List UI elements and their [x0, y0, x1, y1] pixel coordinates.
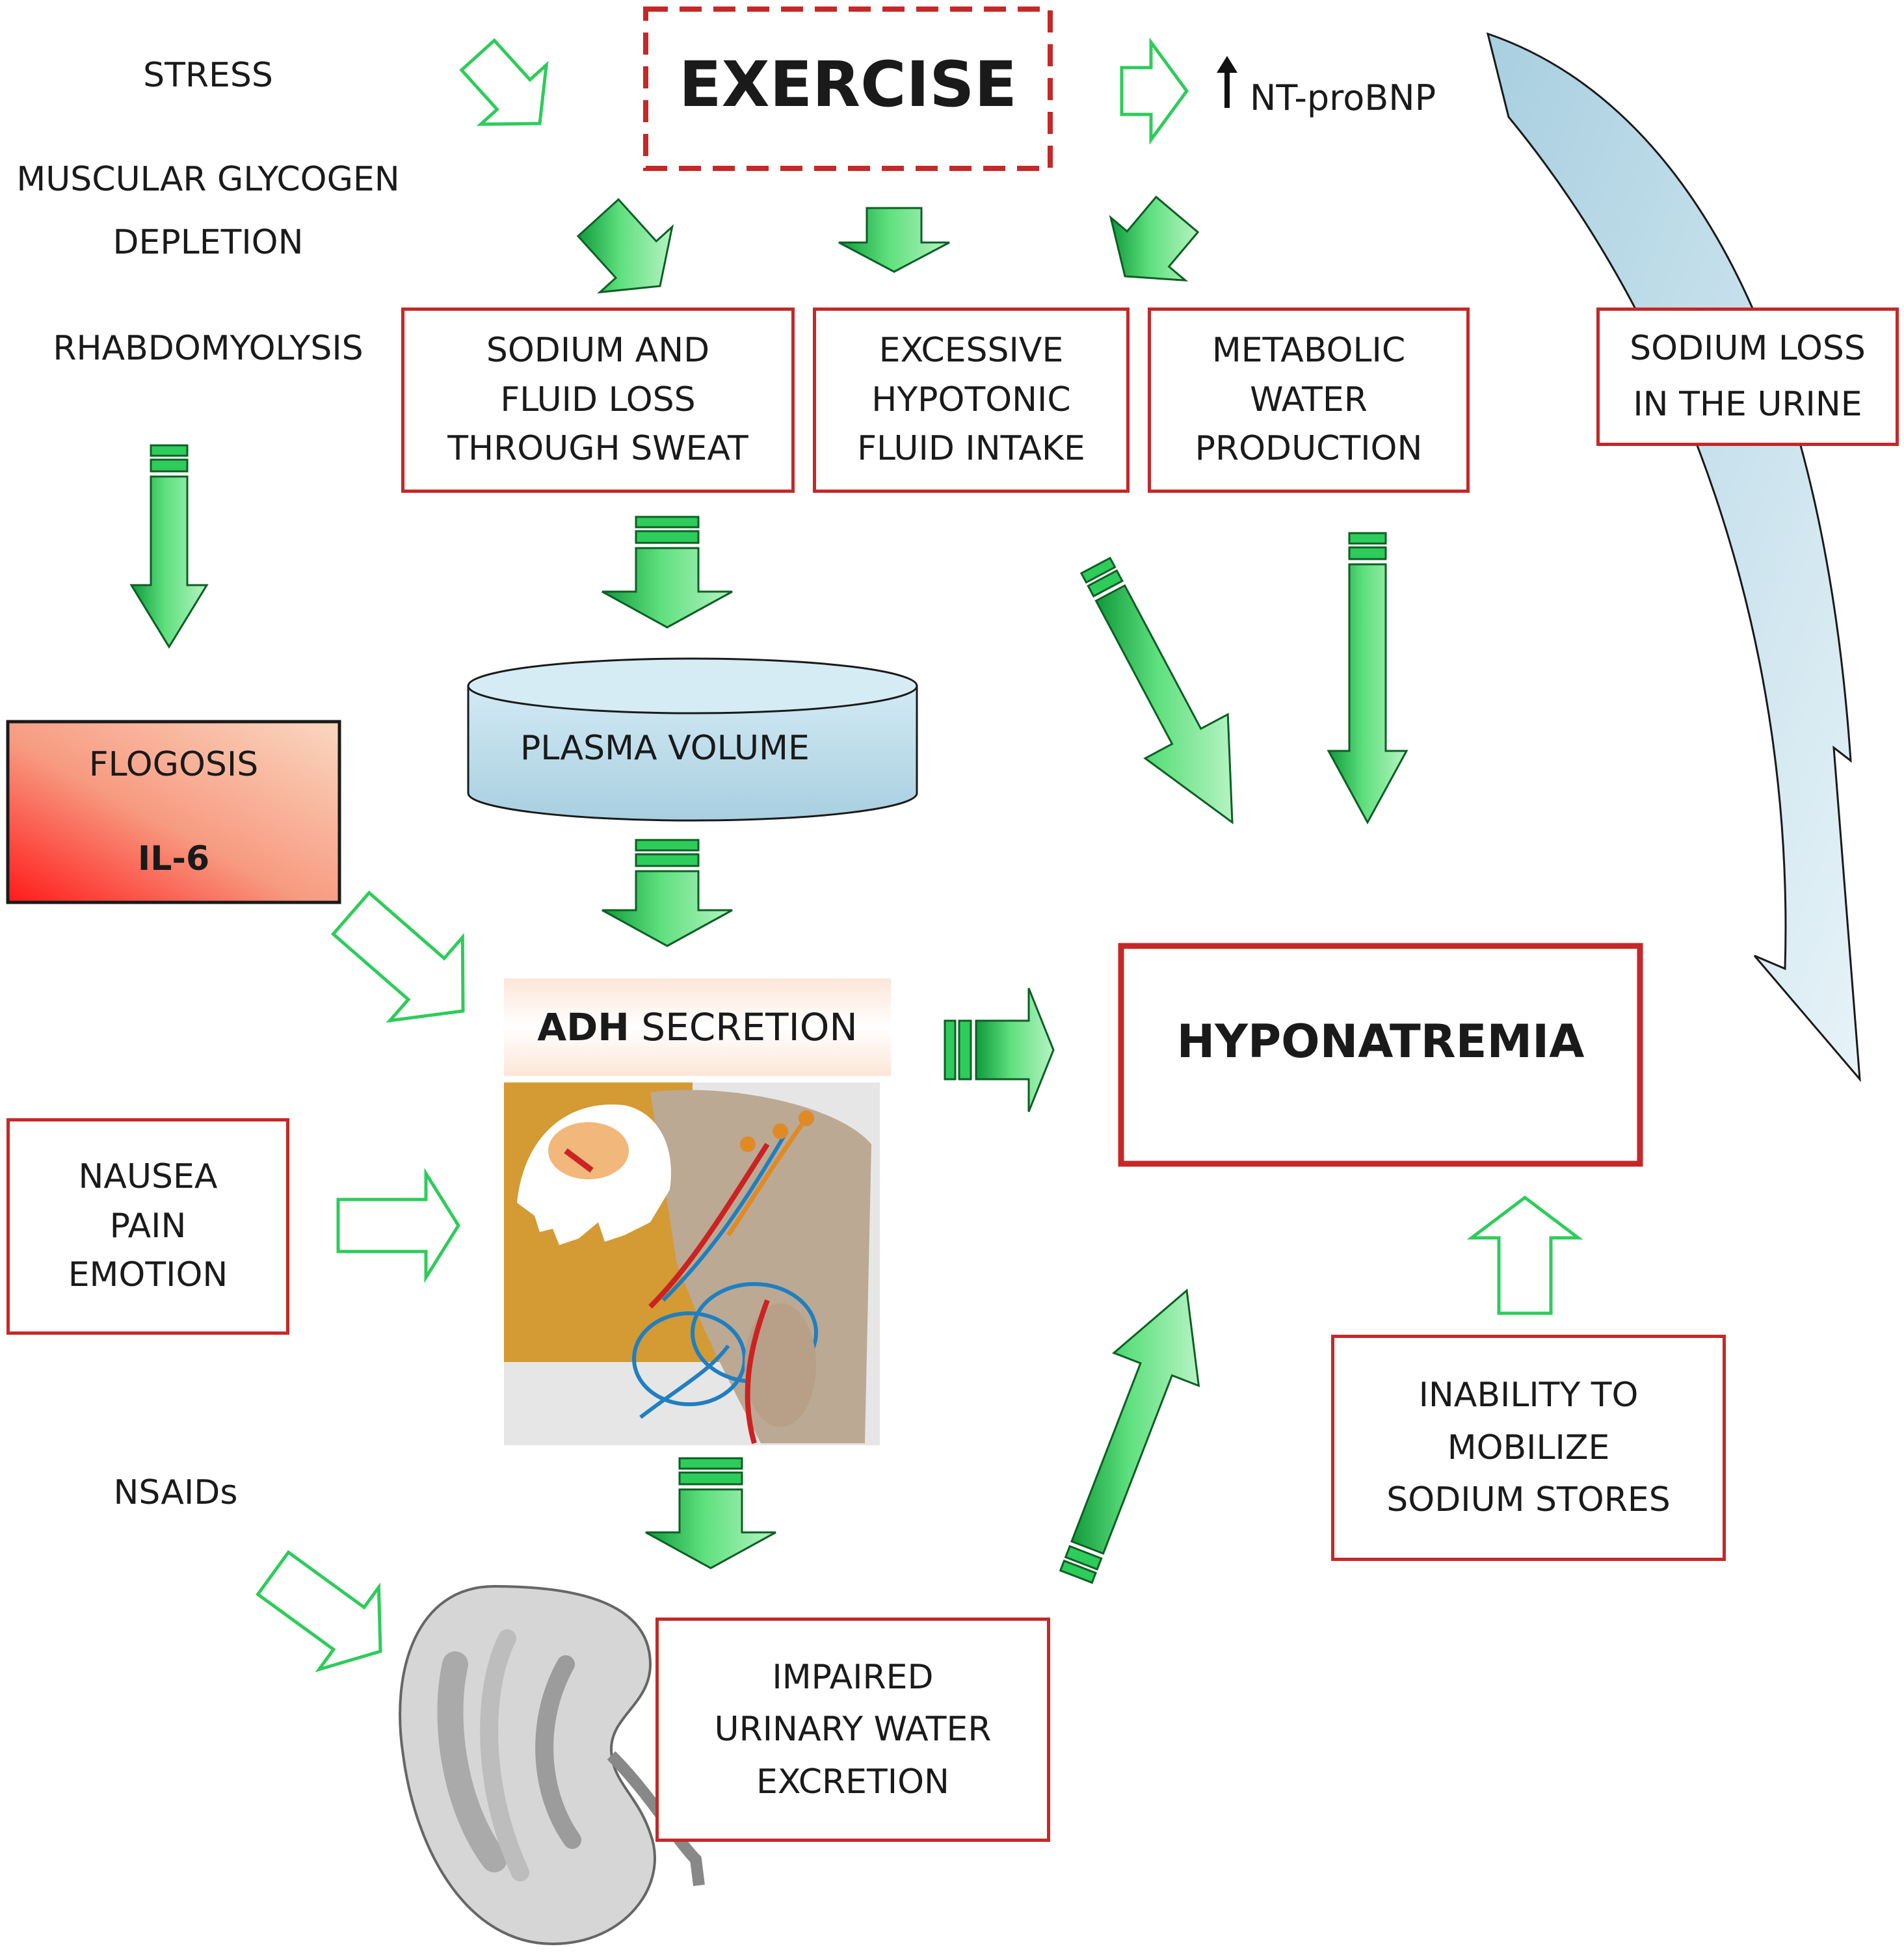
- nausea-line: NAUSEA: [78, 1157, 218, 1197]
- hyponatremia-box: [1118, 943, 1643, 1167]
- il6-label: IL-6: [137, 839, 210, 878]
- nausea-line: PAIN: [109, 1206, 187, 1246]
- metabolic-line: WATER: [1250, 380, 1368, 419]
- intake-to-hyponatremia-arrow: [1079, 557, 1234, 825]
- exercise-to-sweat-arrow: [576, 198, 674, 294]
- exercise-to-ntprobnp-arrow: [1120, 37, 1189, 145]
- intake-line: HYPOTONIC: [871, 380, 1071, 419]
- metabolic-water-box: METABOLIC WATER PRODUCTION: [1148, 308, 1470, 493]
- plasma-volume-label: PLASMA VOLUME: [520, 729, 810, 768]
- glycogen-label-line2: DEPLETION: [112, 223, 304, 262]
- flogosis-to-adh-arrow: [330, 890, 465, 1023]
- nausea-box: NAUSEA PAIN EMOTION: [7, 1118, 289, 1335]
- impaired-excretion-box: IMPAIRED URINARY WATER EXCRETION: [655, 1618, 1050, 1842]
- sweat-line: SODIUM AND: [486, 331, 710, 371]
- fluid-intake-box: EXCESSIVE HYPOTONIC FLUID INTAKE: [813, 308, 1130, 493]
- mobilize-to-hyponatremia-arrow: [1466, 1195, 1583, 1315]
- nsaids-to-kidney-arrow: [256, 1550, 382, 1673]
- mobilize-line: INABILITY TO: [1418, 1376, 1639, 1415]
- metabolic-line: METABOLIC: [1211, 331, 1406, 371]
- adh-to-kidney-arrow: [645, 1457, 776, 1569]
- nsaids-label: NSAIDs: [113, 1473, 238, 1512]
- glycogen-label-line1: MUSCULAR GLYCOGEN: [16, 160, 400, 199]
- intake-line: FLUID INTAKE: [857, 429, 1085, 469]
- exercise-to-intake-arrow: [838, 207, 950, 273]
- urine-line: SODIUM LOSS: [1630, 328, 1866, 368]
- mobilize-line: SODIUM STORES: [1386, 1480, 1671, 1520]
- urine-line: IN THE URINE: [1633, 384, 1862, 424]
- blue-curved-arrow: [1486, 32, 1861, 1082]
- sweat-line: FLUID LOSS: [500, 380, 696, 419]
- stress-label: STRESS: [143, 56, 273, 95]
- hyponatremia-label: HYPONATREMIA: [1176, 1015, 1585, 1068]
- rhabdo-to-flogosis-arrow: [129, 444, 209, 649]
- up-arrow-icon: [1217, 56, 1237, 108]
- adh-rest: SECRETION: [629, 1005, 858, 1049]
- exercise-box: [643, 7, 1053, 171]
- impaired-line: URINARY WATER: [714, 1710, 992, 1750]
- adh-bold: ADH: [537, 1005, 629, 1049]
- nausea-line: EMOTION: [68, 1255, 228, 1295]
- sweat-line: THROUGH SWEAT: [447, 429, 748, 469]
- adh-secretion-label: ADH SECRETION: [504, 1004, 891, 1051]
- urine-loss-box: SODIUM LOSS IN THE URINE: [1596, 308, 1899, 446]
- mobilize-line: MOBILIZE: [1447, 1428, 1610, 1467]
- plasma-to-adh-arrow: [602, 839, 733, 947]
- mobilize-sodium-box: INABILITY TO MOBILIZE SODIUM STORES: [1331, 1335, 1726, 1561]
- impaired-line: IMPAIRED: [772, 1657, 934, 1697]
- adh-band: [504, 978, 891, 1076]
- exercise-to-metabolic-arrow: [1109, 195, 1200, 282]
- plasma-cylinder: [467, 657, 918, 822]
- kidney-illustration: [399, 1584, 705, 1946]
- flogosis-label: FLOGOSIS: [88, 745, 259, 784]
- sweat-to-plasma-arrow: [602, 516, 733, 629]
- metabolic-line: PRODUCTION: [1195, 429, 1423, 469]
- exercise-title: EXERCISE: [679, 48, 1017, 121]
- stress-to-exercise-arrow: [459, 38, 549, 126]
- sweat-loss-box: SODIUM AND FLUID LOSS THROUGH SWEAT: [401, 308, 795, 493]
- intake-line: EXCESSIVE: [879, 331, 1064, 371]
- impaired-to-hyponatremia-arrow: [1059, 1289, 1200, 1584]
- ntprobnp-label: NT-proBNP: [1250, 77, 1436, 118]
- adh-to-hyponatremia-arrow: [944, 988, 1055, 1112]
- metabolic-to-hyponatremia-arrow: [1327, 532, 1408, 825]
- nausea-to-adh-arrow: [336, 1168, 460, 1283]
- rhabdomyolysis-label: RHABDOMYOLYSIS: [53, 329, 364, 368]
- flogosis-box: [6, 720, 341, 904]
- impaired-line: EXCRETION: [756, 1762, 949, 1802]
- pituitary-illustration: [504, 1082, 880, 1445]
